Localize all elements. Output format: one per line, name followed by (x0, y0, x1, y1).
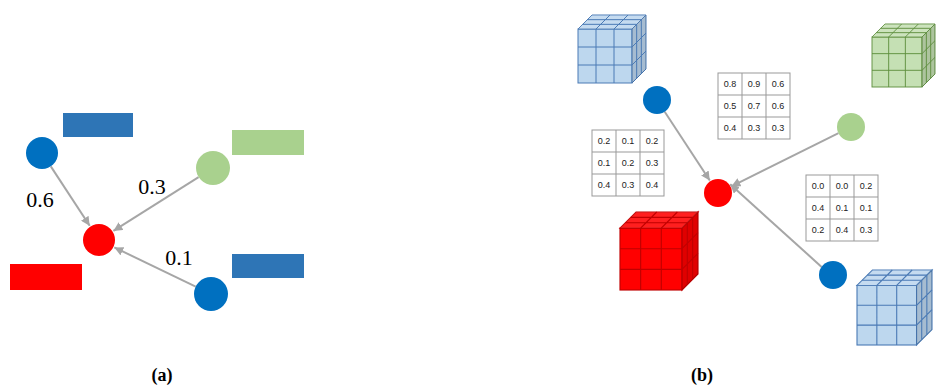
panel-caption: (b) (680, 362, 724, 388)
feature-cube (872, 24, 935, 87)
matrix-cell: 0.3 (616, 174, 640, 196)
matrix-cell: 0.2 (592, 130, 616, 152)
feature-bar (232, 254, 304, 278)
graph-node (194, 277, 228, 311)
matrix-cell: 0.6 (766, 73, 790, 95)
graph-node (196, 151, 230, 185)
weight-arrow (51, 166, 90, 225)
matrix-cell: 0.2 (616, 152, 640, 174)
feature-cube (620, 212, 698, 290)
weight-arrow (730, 184, 821, 267)
matrix-cell: 0.2 (806, 219, 830, 241)
graph-node (83, 224, 115, 256)
matrix-cell: 0.1 (592, 152, 616, 174)
matrix-cell: 0.4 (806, 197, 830, 219)
matrix-cell: 0.1 (830, 197, 854, 219)
weight-arrow (665, 112, 710, 181)
feature-bar (10, 264, 82, 290)
matrix-cell: 0.3 (640, 152, 664, 174)
matrix-cell: 0.2 (854, 175, 878, 197)
panel-a (10, 113, 304, 311)
feature-bar (63, 113, 133, 137)
matrix-cell: 0.9 (742, 73, 766, 95)
feature-cube (857, 270, 932, 345)
panel-caption: (a) (140, 362, 184, 388)
edge-weight: 0.3 (130, 173, 174, 201)
matrix-cell: 0.3 (742, 117, 766, 139)
matrix-cell: 0.2 (640, 130, 664, 152)
panel-b (578, 15, 935, 345)
matrix-cell: 0.4 (718, 117, 742, 139)
matrix-cell: 0.1 (854, 197, 878, 219)
matrix-cell: 0.3 (766, 117, 790, 139)
matrix-cell: 0.6 (766, 95, 790, 117)
matrix-cell: 0.0 (806, 175, 830, 197)
edge-weight: 0.6 (18, 186, 62, 214)
matrix-cell: 0.8 (718, 73, 742, 95)
weight-matrix-grid (592, 73, 878, 241)
matrix-cell: 0.4 (640, 174, 664, 196)
feature-bar (232, 130, 304, 155)
matrix-cell: 0.5 (718, 95, 742, 117)
graph-node (704, 179, 732, 207)
graph-node (819, 261, 847, 289)
matrix-cell: 0.3 (854, 219, 878, 241)
matrix-cell: 0.4 (830, 219, 854, 241)
feature-cube (578, 15, 646, 83)
matrix-cell: 0.4 (592, 174, 616, 196)
graph-node (837, 113, 865, 141)
weight-arrow (731, 133, 838, 186)
edge-weight: 0.1 (157, 244, 201, 272)
matrix-cell: 0.1 (616, 130, 640, 152)
matrix-cell: 0.7 (742, 95, 766, 117)
graph-node (643, 86, 671, 114)
matrix-cell: 0.0 (830, 175, 854, 197)
graph-node (26, 137, 58, 169)
